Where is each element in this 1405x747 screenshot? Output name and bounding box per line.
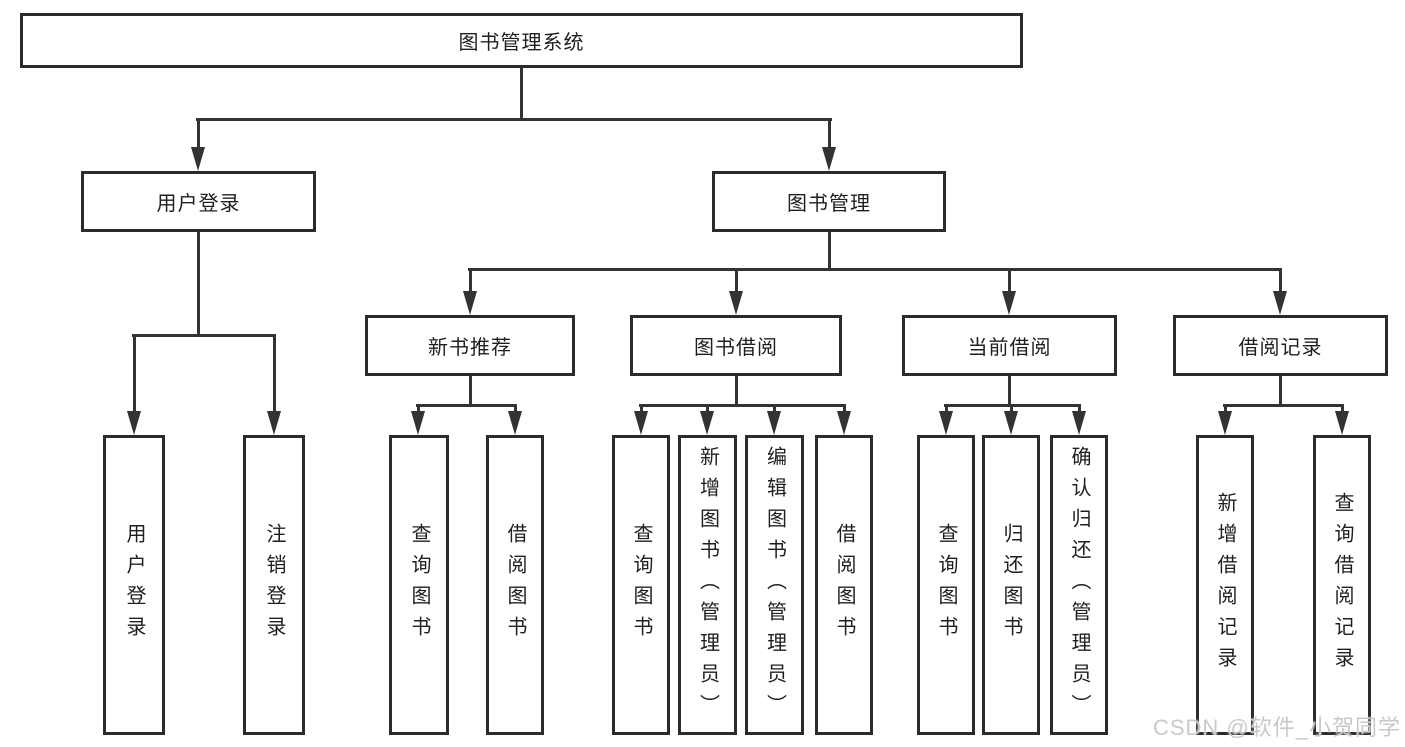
connector-line bbox=[1224, 404, 1227, 413]
leaf-query-borrow-record: 查询借阅记录 bbox=[1313, 435, 1371, 735]
connector-line bbox=[1341, 404, 1344, 413]
watermark-text: CSDN @软件_小贺同学 bbox=[1152, 715, 1401, 740]
node-label: 借阅图书 bbox=[504, 523, 526, 647]
connector-line bbox=[1008, 375, 1011, 407]
leaf-add-borrow-record: 新增借阅记录 bbox=[1196, 435, 1254, 735]
connector-line bbox=[1279, 268, 1282, 293]
leaf-borrow-books: 借阅图书 bbox=[815, 435, 873, 735]
connector-line bbox=[417, 404, 420, 413]
arrow-down-icon bbox=[837, 411, 851, 435]
arrow-down-icon bbox=[411, 411, 425, 435]
arrow-down-icon bbox=[1004, 411, 1018, 435]
node-borrow-records: 借阅记录 bbox=[1173, 315, 1388, 376]
arrow-down-icon bbox=[939, 411, 953, 435]
node-label: 新增借阅记录 bbox=[1214, 492, 1236, 678]
arrow-down-icon bbox=[634, 411, 648, 435]
arrow-down-icon bbox=[822, 147, 836, 171]
arrow-down-icon bbox=[1218, 411, 1232, 435]
arrow-down-icon bbox=[1072, 411, 1086, 435]
connector-line bbox=[416, 404, 517, 407]
node-label: 用户登录 bbox=[156, 193, 241, 215]
node-label: 用户登录 bbox=[123, 523, 145, 647]
connector-line bbox=[1008, 268, 1011, 293]
connector-line bbox=[469, 268, 472, 293]
arrow-down-icon bbox=[729, 291, 743, 315]
node-label: 注销登录 bbox=[263, 523, 285, 647]
node-label: 确认归还（管理员） bbox=[1068, 445, 1090, 725]
connector-line bbox=[945, 404, 948, 413]
connector-line bbox=[773, 404, 776, 413]
arrow-down-icon bbox=[127, 411, 141, 435]
node-label: 查询图书 bbox=[935, 523, 957, 647]
connector-line bbox=[514, 404, 517, 413]
node-book-borrow: 图书借阅 bbox=[630, 315, 842, 376]
node-root: 图书管理系统 bbox=[20, 13, 1023, 68]
leaf-edit-books-admin: 编辑图书（管理员） bbox=[745, 435, 804, 735]
connector-line bbox=[197, 118, 200, 149]
connector-line bbox=[197, 232, 200, 337]
node-label: 当前借阅 bbox=[967, 337, 1052, 359]
node-label: 借阅记录 bbox=[1238, 337, 1323, 359]
leaf-query-books: 查询图书 bbox=[389, 435, 449, 735]
arrow-down-icon bbox=[508, 411, 522, 435]
node-book-management: 图书管理 bbox=[712, 171, 946, 232]
node-label: 借阅图书 bbox=[833, 523, 855, 647]
connector-line bbox=[1279, 375, 1282, 407]
arrow-down-icon bbox=[267, 411, 281, 435]
arrow-down-icon bbox=[767, 411, 781, 435]
connector-line bbox=[1010, 404, 1013, 413]
arrow-down-icon bbox=[1273, 291, 1287, 315]
connector-line bbox=[706, 404, 709, 413]
arrow-down-icon bbox=[1335, 411, 1349, 435]
arrow-down-icon bbox=[191, 147, 205, 171]
connector-line bbox=[1078, 404, 1081, 413]
arrow-down-icon bbox=[1002, 291, 1016, 315]
connector-line bbox=[828, 118, 831, 149]
connector-line bbox=[843, 404, 846, 413]
connector-line bbox=[132, 334, 276, 337]
node-label: 查询借阅记录 bbox=[1331, 492, 1353, 678]
connector-line bbox=[640, 404, 643, 413]
connector-line bbox=[273, 334, 276, 411]
connector-line bbox=[468, 268, 1282, 271]
node-label: 查询图书 bbox=[630, 523, 652, 647]
node-label: 查询图书 bbox=[408, 523, 430, 647]
leaf-query-books: 查询图书 bbox=[612, 435, 670, 735]
connector-line bbox=[196, 118, 832, 121]
node-label: 图书管理系统 bbox=[458, 32, 585, 54]
leaf-logout-login: 注销登录 bbox=[243, 435, 305, 735]
node-label: 新增图书（管理员） bbox=[696, 445, 719, 725]
node-user-login: 用户登录 bbox=[81, 171, 316, 232]
connector-line bbox=[735, 268, 738, 293]
leaf-query-books: 查询图书 bbox=[917, 435, 975, 735]
node-label: 编辑图书（管理员） bbox=[763, 445, 786, 725]
node-label: 新书推荐 bbox=[428, 337, 512, 359]
arrow-down-icon bbox=[700, 411, 714, 435]
node-new-book-recommend: 新书推荐 bbox=[365, 315, 575, 376]
node-label: 图书借阅 bbox=[694, 337, 778, 359]
leaf-add-books-admin: 新增图书（管理员） bbox=[678, 435, 737, 735]
connector-line bbox=[828, 232, 831, 271]
connector-line bbox=[1223, 404, 1344, 407]
connector-line bbox=[639, 404, 846, 407]
connector-line bbox=[735, 375, 738, 407]
connector-line bbox=[133, 334, 136, 411]
connector-line bbox=[469, 375, 472, 407]
leaf-return-books: 归还图书 bbox=[982, 435, 1040, 735]
node-label: 归还图书 bbox=[1000, 523, 1022, 647]
leaf-confirm-return-admin: 确认归还（管理员） bbox=[1050, 435, 1108, 735]
leaf-user-login: 用户登录 bbox=[103, 435, 165, 735]
leaf-borrow-books: 借阅图书 bbox=[486, 435, 544, 735]
connector-line bbox=[520, 68, 523, 121]
node-current-borrow: 当前借阅 bbox=[902, 315, 1117, 376]
node-label: 图书管理 bbox=[787, 193, 871, 215]
arrow-down-icon bbox=[463, 291, 477, 315]
